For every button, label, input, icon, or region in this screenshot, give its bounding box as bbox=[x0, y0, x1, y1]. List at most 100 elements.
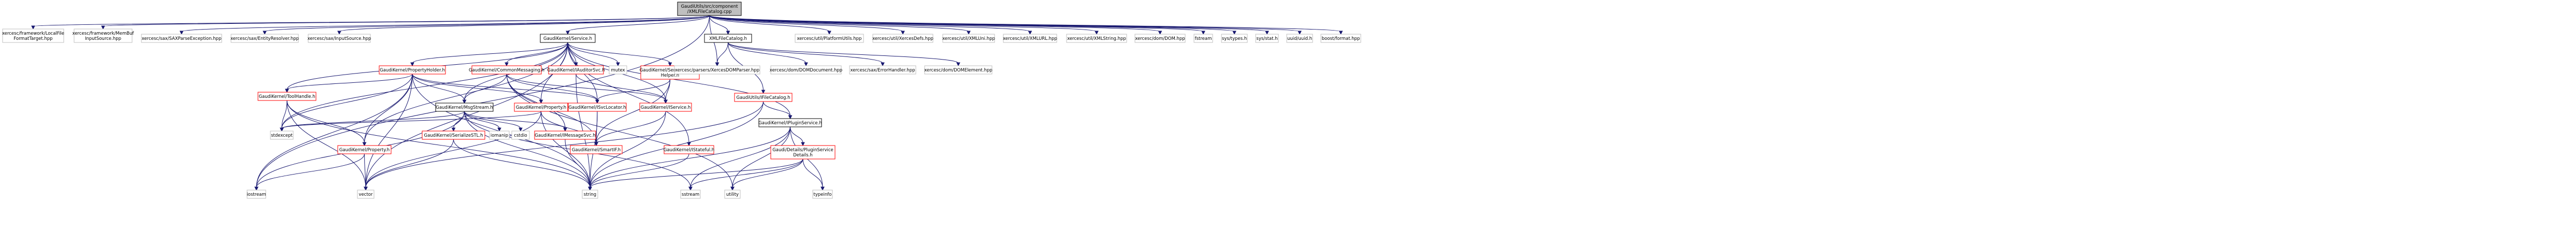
node-box bbox=[758, 118, 822, 127]
edge-gkprop_mid-to-vector bbox=[365, 111, 541, 188]
node-gaudikernel-ipluginservice-h[interactable]: GaudiKernel/IPluginService.h bbox=[758, 118, 822, 127]
node-label: mutex bbox=[611, 68, 625, 73]
node-xercesc-sax-inputsource-hpp[interactable]: xercesc/sax/InputSource.hpp bbox=[308, 34, 371, 43]
node-iomanip[interactable]: iomanip bbox=[489, 131, 510, 140]
node-box bbox=[379, 65, 446, 75]
node-gaudikernel-iauditorsvc-h[interactable]: GaudiKernel/IAuditorSvc.h bbox=[547, 65, 605, 75]
node-gaudikernel-msgstream-h[interactable]: GaudiKernel/MsgStream.h bbox=[435, 103, 494, 112]
node-vector[interactable]: vector bbox=[357, 190, 375, 199]
arrowhead-xmlcat-to-xercesdomparser bbox=[715, 62, 719, 67]
edge-commonmsg-to-imessagesvc bbox=[506, 74, 566, 129]
node-label: GaudiKernel/IPluginService.h bbox=[758, 121, 822, 126]
node-xercesc-sax-errorhandler-hpp[interactable]: xercesc/sax/ErrorHandler.hpp bbox=[849, 65, 916, 75]
edge-xmlcat-to-domelement bbox=[728, 42, 959, 64]
arrowhead-root-to-xmluni bbox=[967, 31, 971, 35]
edge-propholder-to-gkprop_low bbox=[364, 74, 413, 143]
node-string[interactable]: string bbox=[582, 190, 598, 199]
node-iostream[interactable]: iostream bbox=[247, 190, 266, 199]
node-box bbox=[770, 145, 836, 160]
node-xercesc-framework-localfile-formattarget-hpp[interactable]: xercesc/framework/LocalFileFormatTarget.… bbox=[2, 28, 64, 43]
arrowhead-root-to-xmlstring bbox=[1095, 31, 1099, 35]
node-utility[interactable]: utility bbox=[724, 190, 741, 199]
node-gaudikernel-imessagesvc-h[interactable]: GaudiKernel/IMessageSvc.h bbox=[534, 131, 596, 140]
node-stdexcept[interactable]: stdexcept bbox=[270, 131, 294, 140]
node-gaudikernel-iservice-h[interactable]: GaudiKernel/IService.h bbox=[639, 103, 692, 112]
node-label: fstream bbox=[1195, 36, 1212, 41]
node-xercesc-util-xmlurl-hpp[interactable]: xercesc/util/XMLURL.hpp bbox=[1003, 34, 1057, 43]
node-label: vector bbox=[359, 192, 373, 197]
node-box bbox=[534, 131, 596, 140]
node-xercesc-dom-domelement-hpp[interactable]: xercesc/dom/DOMElement.hpp bbox=[924, 65, 992, 75]
node-label: sys/types.h bbox=[1222, 36, 1247, 41]
arrowhead-propholder-to-toolhandle bbox=[285, 89, 289, 93]
node-label: Details.h bbox=[793, 153, 813, 158]
edge-gkprop_low-to-vector bbox=[364, 153, 366, 188]
node-xercesc-util-xercesdefs-hpp[interactable]: xercesc/util/XercesDefs.hpp bbox=[872, 34, 933, 43]
node-label: iomanip bbox=[491, 133, 508, 138]
node-boost-format-hpp[interactable]: boost/format.hpp bbox=[1320, 34, 1361, 43]
node-sys-types-h[interactable]: sys/types.h bbox=[1221, 34, 1248, 43]
edge-gkprop_mid-to-string bbox=[541, 111, 591, 188]
node-label: xercesc/dom/DOMElement.hpp bbox=[924, 68, 992, 73]
edge-root-to-saxparse bbox=[181, 15, 710, 32]
node-xercesc-dom-domdocument-hpp[interactable]: xercesc/dom/DOMDocument.hpp bbox=[770, 65, 842, 75]
node-fstream[interactable]: fstream bbox=[1193, 34, 1213, 43]
node-xmlfilecatalog-h[interactable]: XMLFileCatalog.h bbox=[704, 34, 752, 43]
node-sstream[interactable]: sstream bbox=[680, 190, 701, 199]
node-typeinfo[interactable]: typeinfo bbox=[812, 190, 833, 199]
edge-propholder-to-iostream bbox=[256, 74, 413, 188]
arrowhead-ifilecat-to-ipluginsvc bbox=[788, 115, 793, 120]
edge-propholder-to-msgstream bbox=[412, 74, 465, 101]
node-cstdio[interactable]: cstdio bbox=[511, 131, 530, 140]
node-gaudikernel-istateful-h[interactable]: GaudiKernel/IStateful.h bbox=[664, 145, 714, 154]
node-gaudikernel-smartif-h[interactable]: GaudiKernel/SmartIF.h bbox=[570, 145, 623, 154]
node-gaudiutils-ifilecatalog-h[interactable]: GaudiUtils/IFileCatalog.h bbox=[734, 93, 793, 102]
node-label: xercesc/dom/DOM.hpp bbox=[1135, 36, 1185, 41]
arrowhead-ipluginsvc-to-gaudidetails bbox=[801, 142, 805, 147]
edge-gkprop_low-to-iostream bbox=[256, 153, 365, 188]
node-gaudikernel-toolhandle-h[interactable]: GaudiKernel/ToolHandle.h bbox=[257, 92, 316, 101]
arrowhead-service-to-svclocator bbox=[668, 62, 672, 67]
node-box bbox=[1003, 34, 1057, 43]
node-xercesc-sax-saxparseexception-hpp[interactable]: xercesc/sax/SAXParseException.hpp bbox=[141, 34, 222, 43]
node-gaudikernel-propertyholder-h[interactable]: GaudiKernel/PropertyHolder.h bbox=[379, 65, 446, 75]
node-gaudikernel-property-h[interactable]: GaudiKernel/Property.h bbox=[514, 103, 568, 112]
node-box bbox=[548, 65, 604, 75]
edge-ipluginsvc-to-gaudidetails bbox=[790, 126, 803, 143]
node-mutex[interactable]: mutex bbox=[609, 65, 627, 75]
node-label: /XMLFileCatalog.cpp bbox=[687, 9, 732, 15]
node-label: xercesc/util/XMLString.hpp bbox=[1067, 36, 1126, 41]
node-xercesc-util-platformutils-hpp[interactable]: xercesc/util/PlatformUtils.hpp bbox=[795, 34, 864, 43]
node-sys-stat-h[interactable]: sys/stat.h bbox=[1255, 34, 1279, 43]
node-label: GaudiKernel/ToolHandle.h bbox=[258, 94, 315, 99]
edge-imessagesvc-to-string bbox=[565, 139, 591, 188]
node-gaudikernel-serializestl-h[interactable]: GaudiKernel/SerializeSTL.h bbox=[422, 131, 485, 140]
node-box bbox=[568, 103, 627, 112]
node-gaudikernel-service-h[interactable]: GaudiKernel/Service.h bbox=[540, 34, 596, 43]
edge-gaudidetails-to-string bbox=[589, 158, 803, 188]
edge-propholder-to-stdexcept bbox=[281, 74, 413, 129]
arrowhead-service-to-mutex bbox=[616, 62, 620, 67]
edge-root-to-service bbox=[567, 15, 710, 32]
node-label: typeinfo bbox=[814, 192, 832, 197]
edge-msgstream-to-string bbox=[464, 111, 591, 188]
node-gaudikernel-isvclocator-h[interactable]: GaudiKernel/ISvcLocator.h bbox=[568, 103, 627, 112]
node-uuid-uuid-h[interactable]: uuid/uuid.h bbox=[1286, 34, 1313, 43]
node-box bbox=[812, 190, 833, 199]
node-gaudiutils-src-component-xmlfilecatalog-cpp[interactable]: GaudiUtils/src/component/XMLFileCatalog.… bbox=[677, 2, 742, 16]
node-xercesc-dom-dom-hpp[interactable]: xercesc/dom/DOM.hpp bbox=[1134, 34, 1186, 43]
node-xercesc-util-xmlstring-hpp[interactable]: xercesc/util/XMLString.hpp bbox=[1066, 34, 1127, 43]
edge-root-to-xmluni bbox=[709, 15, 969, 32]
arrowhead-gaudidetails-to-typeinfo bbox=[821, 186, 825, 191]
arrowhead-service-to-commonmsg bbox=[505, 62, 509, 67]
node-box bbox=[724, 190, 741, 199]
arrowhead-root-to-sysstat bbox=[1265, 31, 1269, 35]
node-xercesc-parsers-xercesdomparser-hpp[interactable]: xercesc/parsers/XercesDOMParser.hpp bbox=[674, 65, 760, 75]
node-xercesc-sax-entityresolver-hpp[interactable]: xercesc/sax/EntityResolver.hpp bbox=[231, 34, 299, 43]
node-xercesc-util-xmluni-hpp[interactable]: xercesc/util/XMLUni.hpp bbox=[942, 34, 995, 43]
node-gaudikernel-commonmessaging-h[interactable]: GaudiKernel/CommonMessaging.h bbox=[469, 65, 544, 75]
node-box bbox=[770, 65, 842, 75]
node-gaudikernel-property-h[interactable]: GaudiKernel/Property.h bbox=[337, 145, 392, 154]
